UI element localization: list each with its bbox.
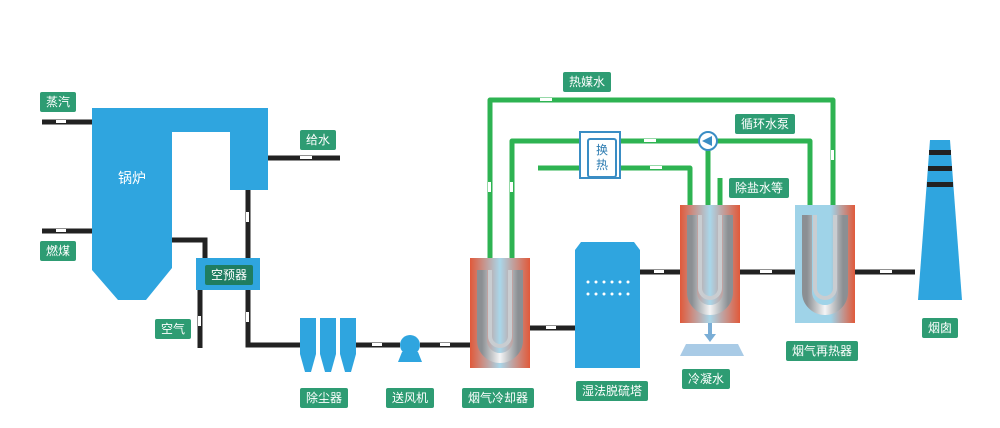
dust-collector-label: 除尘器 — [300, 388, 349, 408]
heat-exchanger-label: 换热 — [587, 138, 617, 178]
flue-reheater-shape — [795, 205, 855, 323]
feedwater-label: 给水 — [300, 130, 337, 150]
boiler-body — [92, 108, 268, 300]
flue-cooler-shape — [470, 258, 530, 368]
demineralized-water-label: 除盐水等 — [729, 178, 790, 198]
fan-label: 送风机 — [386, 388, 435, 408]
boiler-label: 锅炉 — [118, 171, 146, 187]
heat-medium-water-label: 热媒水 — [563, 72, 612, 92]
desulfurization-tower-shape — [575, 242, 640, 368]
dust-collector-shape — [300, 318, 356, 372]
circulating-pump-label: 循环水泵 — [735, 114, 796, 134]
green-pipe-markers — [488, 98, 834, 192]
circulating-pump-icon — [698, 131, 718, 151]
chimney-shape — [918, 140, 962, 300]
condensate-label: 冷凝水 — [682, 369, 731, 389]
chimney-label: 烟囱 — [922, 318, 959, 338]
pipe-markers — [56, 120, 892, 346]
desulfurization-tower-label: 湿法脱硫塔 — [576, 381, 649, 401]
steam-label: 蒸汽 — [40, 92, 77, 112]
fan-icon — [398, 335, 422, 362]
flue-cooler-label: 烟气冷却器 — [462, 388, 535, 408]
air-label: 空气 — [155, 319, 192, 339]
flue-reheater-label: 烟气再热器 — [786, 341, 859, 361]
condensate-exchanger-shape — [680, 205, 744, 356]
coal-label: 燃煤 — [40, 241, 77, 261]
air-preheater-label: 空预器 — [205, 265, 254, 285]
